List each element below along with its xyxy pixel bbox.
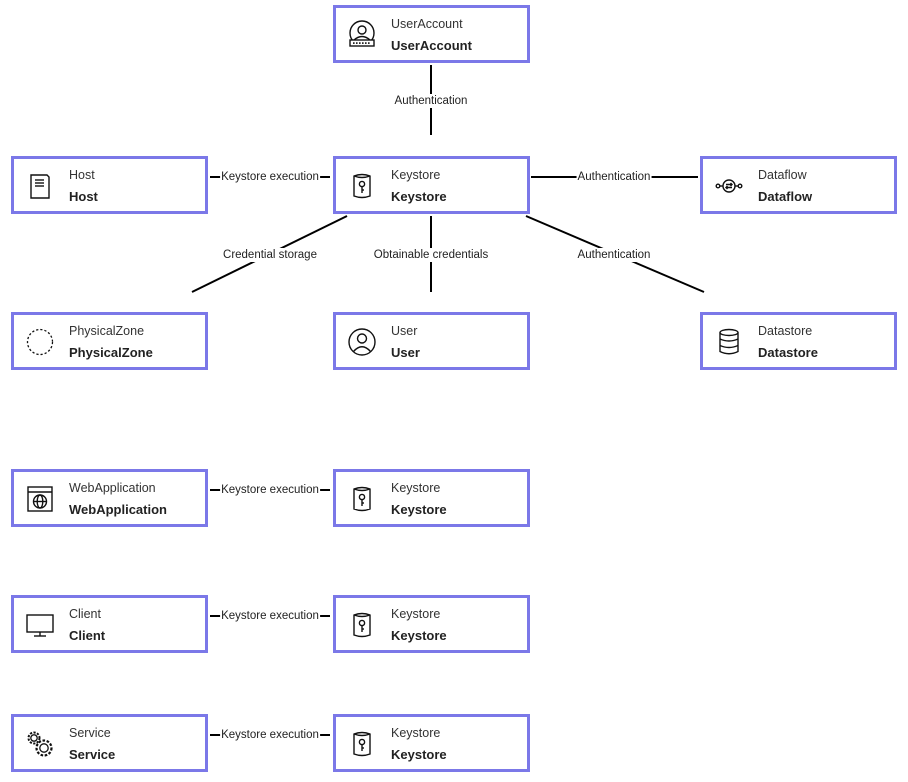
- node-name-label: Dataflow: [758, 189, 813, 204]
- node-name-label: Datastore: [758, 345, 818, 360]
- node-name-label: Keystore: [391, 628, 447, 643]
- service-gears-icon: [25, 729, 55, 759]
- physical-zone-icon: [25, 327, 55, 357]
- node-keystore[interactable]: Keystore Keystore: [333, 595, 530, 653]
- node-dataflow[interactable]: Dataflow Dataflow: [700, 156, 897, 214]
- datastore-icon: [714, 327, 744, 357]
- keystore-icon: [347, 729, 377, 759]
- edge-label-authentication: Authentication: [576, 248, 652, 262]
- node-service[interactable]: Service Service: [11, 714, 208, 772]
- edge-label-credential-storage: Credential storage: [222, 248, 318, 262]
- node-host[interactable]: Host Host: [11, 156, 208, 214]
- keystore-icon: [347, 484, 377, 514]
- node-name-label: Client: [69, 628, 106, 643]
- node-datastore[interactable]: Datastore Datastore: [700, 312, 897, 370]
- node-keystore[interactable]: Keystore Keystore: [333, 714, 530, 772]
- node-user[interactable]: User User: [333, 312, 530, 370]
- node-type-label: Keystore: [391, 607, 441, 621]
- node-keystore[interactable]: Keystore Keystore: [333, 469, 530, 527]
- node-webapplication[interactable]: WebApplication WebApplication: [11, 469, 208, 527]
- edge-label-keystore-execution: Keystore execution: [220, 170, 320, 184]
- node-type-label: Client: [69, 607, 101, 621]
- node-name-label: WebApplication: [69, 502, 167, 517]
- user-account-icon: [347, 20, 377, 50]
- node-useraccount[interactable]: UserAccount UserAccount: [333, 5, 530, 63]
- dataflow-icon: [714, 171, 744, 201]
- node-name-label: User: [391, 345, 420, 360]
- edge-label-authentication: Authentication: [576, 170, 652, 184]
- edge-label-keystore-execution: Keystore execution: [220, 483, 320, 497]
- edge-label-authentication: Authentication: [393, 94, 469, 108]
- client-monitor-icon: [25, 610, 55, 640]
- node-type-label: Keystore: [391, 726, 441, 740]
- node-keystore[interactable]: Keystore Keystore: [333, 156, 530, 214]
- keystore-icon: [347, 610, 377, 640]
- node-name-label: Keystore: [391, 747, 447, 762]
- node-name-label: Keystore: [391, 502, 447, 517]
- node-type-label: UserAccount: [391, 17, 463, 31]
- keystore-icon: [347, 171, 377, 201]
- edge-label-keystore-execution: Keystore execution: [220, 609, 320, 623]
- node-name-label: Host: [69, 189, 98, 204]
- node-type-label: Keystore: [391, 168, 441, 182]
- node-name-label: Keystore: [391, 189, 447, 204]
- host-server-icon: [25, 171, 55, 201]
- node-type-label: Host: [69, 168, 95, 182]
- node-type-label: Keystore: [391, 481, 441, 495]
- node-type-label: Datastore: [758, 324, 813, 338]
- edge-label-obtainable-credentials: Obtainable credentials: [372, 248, 490, 262]
- node-type-label: Service: [69, 726, 111, 740]
- node-client[interactable]: Client Client: [11, 595, 208, 653]
- node-name-label: Service: [69, 747, 116, 762]
- node-name-label: PhysicalZone: [69, 345, 153, 360]
- node-type-label: User: [391, 324, 418, 338]
- node-type-label: PhysicalZone: [69, 324, 145, 338]
- node-name-label: UserAccount: [391, 38, 472, 53]
- node-physicalzone[interactable]: PhysicalZone PhysicalZone: [11, 312, 208, 370]
- node-type-label: Dataflow: [758, 168, 807, 182]
- node-type-label: WebApplication: [69, 481, 156, 495]
- web-application-icon: [25, 484, 55, 514]
- edge-label-keystore-execution: Keystore execution: [220, 728, 320, 742]
- user-icon: [347, 327, 377, 357]
